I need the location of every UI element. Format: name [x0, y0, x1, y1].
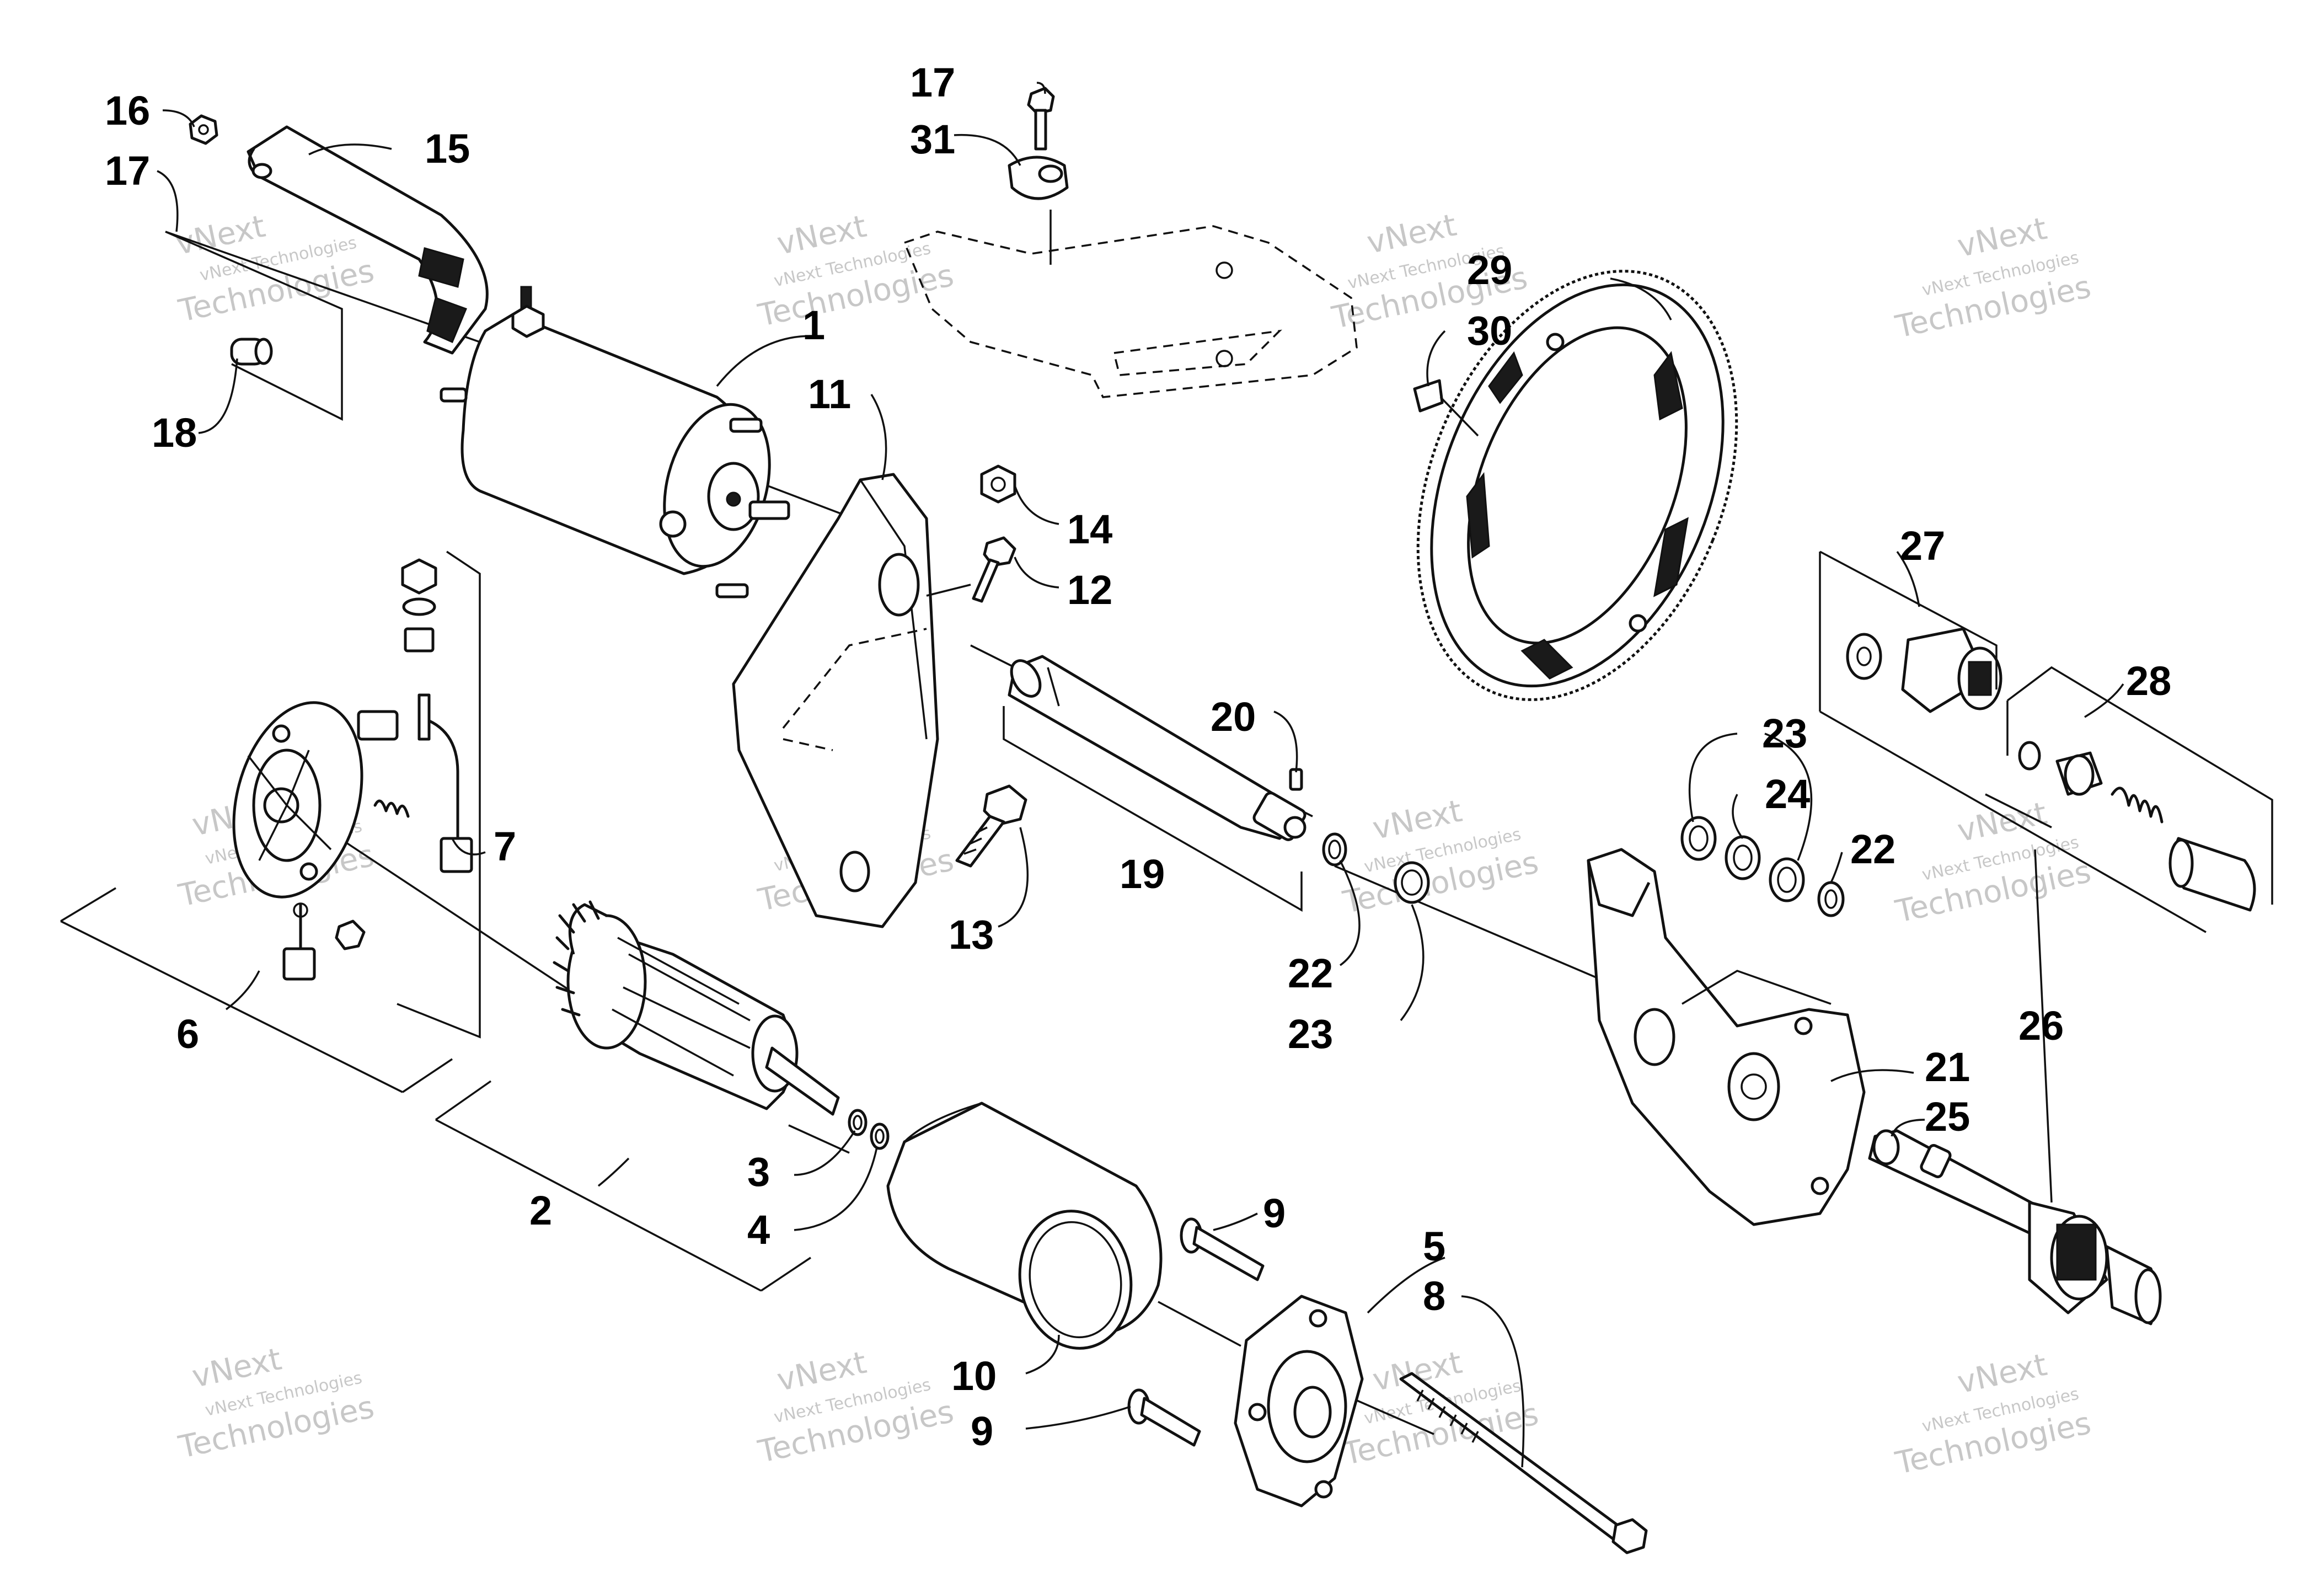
part-4-washer [870, 1122, 890, 1150]
callout-13: 13 [949, 912, 994, 958]
callout-19: 19 [1120, 851, 1165, 897]
callout-15: 15 [425, 126, 470, 172]
callout-22-right: 22 [1850, 826, 1895, 872]
part-15-heat-shield [247, 125, 489, 355]
part-9-screw-lower [1127, 1388, 1201, 1447]
watermark-bottom-center: vNext vNext Technologies Technologies [755, 1345, 957, 1471]
watermark-top-center: vNext vNext Technologies Technologies [755, 209, 957, 334]
callout-25: 25 [1925, 1094, 1970, 1140]
part-12-bolt [972, 536, 1016, 603]
part-8-through-bolt [1399, 1372, 1648, 1554]
part-28-spring-assembly [2018, 741, 2256, 912]
part-26-drive-gear [2028, 1201, 2162, 1325]
part-14-nut [980, 464, 1016, 504]
callout-27: 27 [1900, 523, 1945, 569]
part-22-circlip-center [1322, 832, 1347, 867]
callout-1: 1 [802, 302, 825, 348]
callout-23-right: 23 [1762, 710, 1807, 756]
callout-12: 12 [1067, 567, 1112, 613]
callout-18: 18 [152, 410, 197, 456]
part-23-washer-center [1394, 861, 1430, 904]
part-27-clutch [1846, 627, 2002, 713]
callout-8: 8 [1423, 1273, 1445, 1319]
part-23-washer-right [1680, 816, 1717, 861]
part-17-bolt-top [1027, 87, 1055, 151]
part-20-pin [1289, 768, 1303, 791]
watermark-bottom-left: vNext vNext Technologies Technologies [175, 1341, 377, 1466]
part-23-washer-right-2 [1769, 857, 1805, 902]
part-29-ring-gear [1416, 270, 1738, 701]
callout-22-center: 22 [1288, 950, 1333, 996]
part-21-drive-housing [1587, 848, 1866, 1226]
part-10-yoke [886, 1102, 1163, 1350]
part-31-clamp [1008, 156, 1069, 200]
part-3-washer [848, 1109, 868, 1136]
callout-10: 10 [951, 1353, 997, 1399]
part-7-brush-plate [232, 558, 473, 981]
part-30-screw [1413, 379, 1479, 437]
callout-20: 20 [1211, 694, 1256, 740]
part-24-washer [1725, 835, 1761, 880]
callout-28: 28 [2126, 658, 2171, 704]
part-5-end-cap [1234, 1295, 1364, 1508]
callout-21: 21 [1925, 1044, 1970, 1090]
part-13-bolt [955, 784, 1027, 868]
callout-31: 31 [910, 116, 955, 162]
leader-lines [157, 82, 2124, 1468]
watermark-mid-right: vNext vNext Technologies Technologies [1892, 795, 2094, 930]
callout-26: 26 [2018, 1003, 2064, 1049]
callout-9-upper: 9 [1263, 1190, 1286, 1236]
part-2-armature [553, 900, 840, 1116]
callout-16: 16 [105, 88, 150, 133]
callout-24: 24 [1765, 771, 1810, 817]
callout-29: 29 [1467, 247, 1512, 293]
callout-30: 30 [1467, 308, 1512, 354]
part-16-nut [189, 114, 218, 145]
callout-2: 2 [529, 1188, 552, 1233]
part-19-shaft [1008, 655, 1306, 841]
callout-9-lower: 9 [971, 1408, 993, 1454]
watermark-top-right: vNext vNext Technologies Technologies [1892, 211, 2094, 345]
mounting-bracket-dashed [903, 210, 1358, 398]
callouts: 16 17 15 18 1 11 17 31 14 12 13 20 19 22… [105, 60, 2171, 1454]
callout-6: 6 [176, 1011, 199, 1057]
part-9-screw-upper [1180, 1217, 1265, 1281]
part-22-circlip-right [1817, 881, 1845, 917]
washer-stack-right [1680, 816, 1845, 917]
callout-11: 11 [808, 371, 851, 417]
callout-7: 7 [494, 824, 516, 869]
group-brackets [60, 231, 2273, 1292]
part-11-bracket [732, 473, 971, 928]
part-18-spacer [230, 338, 273, 366]
callout-23-center: 23 [1288, 1011, 1333, 1057]
callout-4: 4 [747, 1207, 770, 1253]
callout-17-left: 17 [105, 148, 150, 194]
part-1-starter-motor [440, 286, 790, 598]
watermark-mid-mid-right: vNext vNext Technologies Technologies [1340, 793, 1541, 921]
part-25-shaft [1868, 1129, 2053, 1237]
callout-3: 3 [747, 1149, 770, 1195]
watermark-bottom-right: vNext vNext Technologies Technologies [1892, 1347, 2094, 1482]
callout-14: 14 [1067, 506, 1112, 552]
callout-17-top: 17 [910, 60, 955, 105]
callout-5: 5 [1423, 1223, 1445, 1269]
